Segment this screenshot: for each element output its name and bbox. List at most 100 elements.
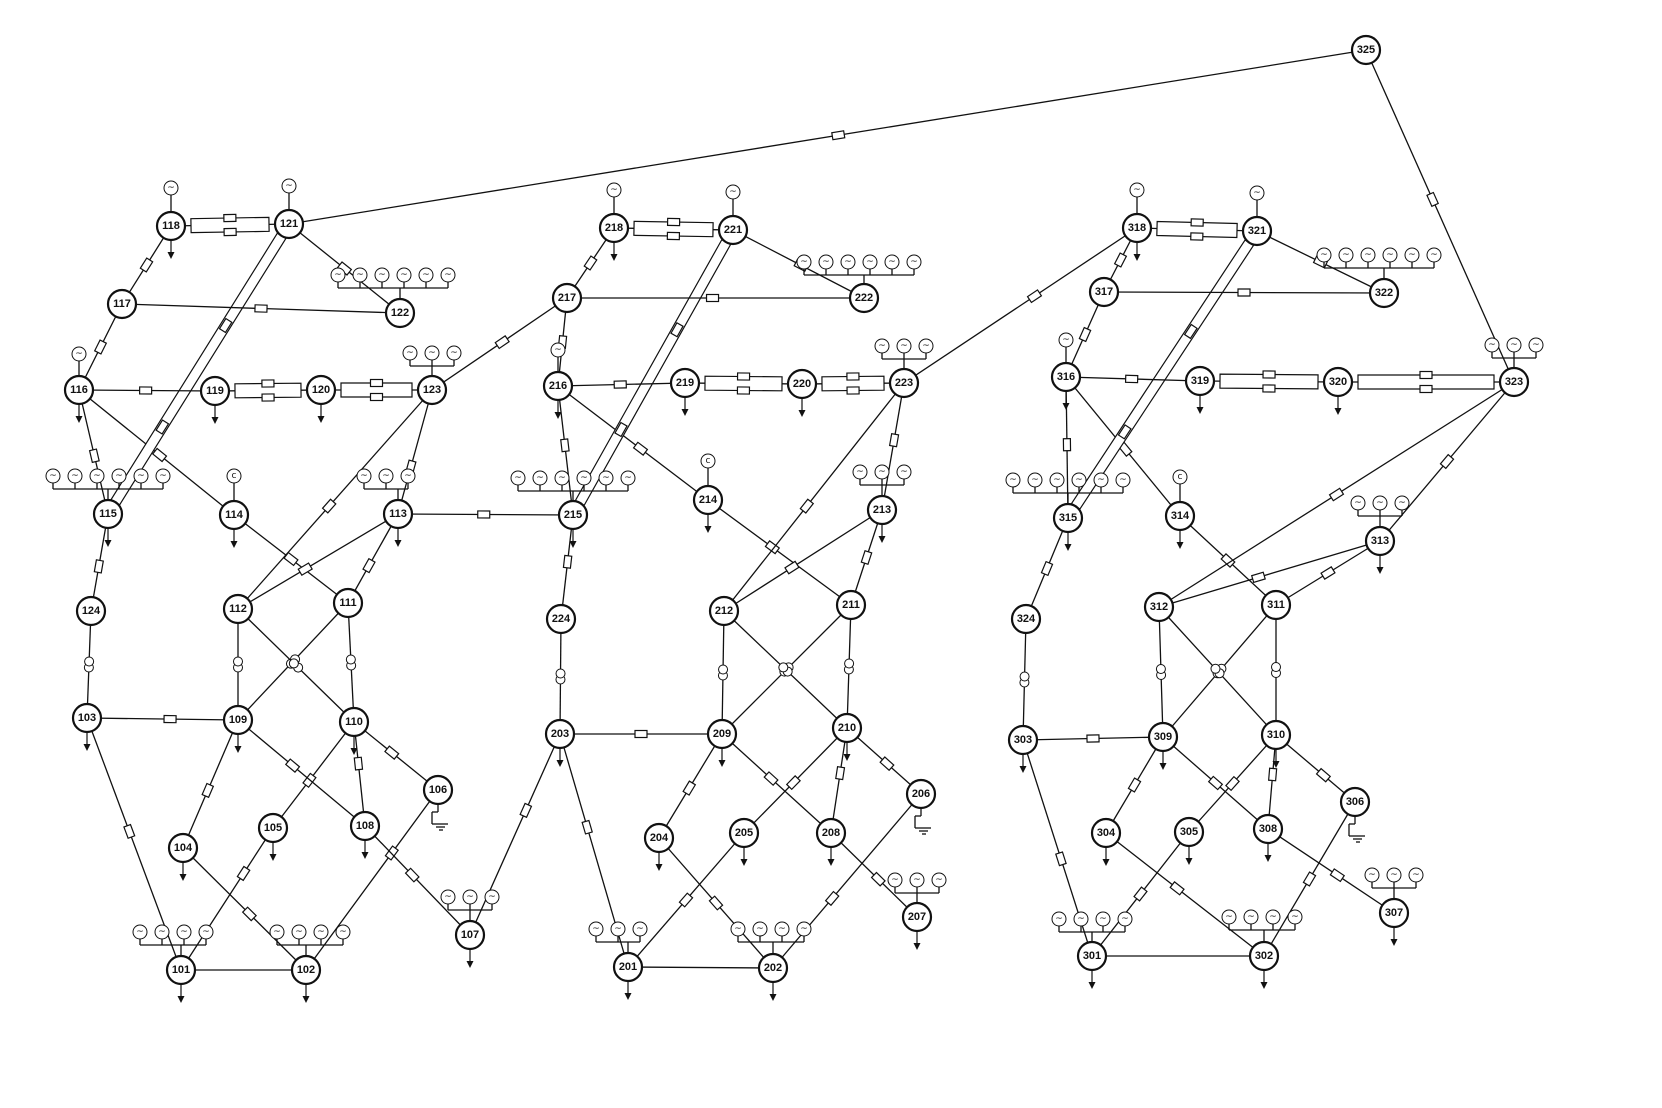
bus-304: 304 bbox=[1090, 817, 1122, 849]
bus-label: 109 bbox=[229, 714, 247, 726]
generator-icon: ~ bbox=[1265, 909, 1281, 925]
generator-icon: ~ bbox=[862, 254, 878, 270]
svg-text:~: ~ bbox=[488, 892, 496, 902]
line-109-112 bbox=[233, 609, 243, 720]
line-205-210 bbox=[743, 727, 848, 834]
breaker-icon bbox=[93, 339, 108, 355]
svg-text:~: ~ bbox=[602, 473, 610, 483]
breaker-icon bbox=[614, 421, 628, 438]
breaker-icon bbox=[1439, 453, 1455, 470]
breaker-icon bbox=[477, 510, 491, 519]
breaker-icon bbox=[1040, 560, 1054, 577]
line-119-120 bbox=[214, 379, 322, 402]
svg-text:~: ~ bbox=[1247, 912, 1255, 922]
breaker-icon bbox=[831, 130, 846, 141]
generator-icon: ~ bbox=[1005, 472, 1021, 488]
breaker-icon bbox=[1078, 326, 1092, 343]
generator-icon: ~ bbox=[610, 921, 626, 937]
bus-label: 307 bbox=[1385, 907, 1403, 919]
bus-label: 309 bbox=[1154, 731, 1172, 743]
breaker-icon bbox=[670, 321, 684, 338]
transmission-lines bbox=[78, 49, 1515, 971]
breaker-icon bbox=[613, 380, 627, 389]
generator-icon: ~ bbox=[931, 872, 947, 888]
bus-label: 321 bbox=[1248, 225, 1266, 237]
bus-122: 122 bbox=[384, 297, 416, 329]
generator-icon: ~ bbox=[418, 267, 434, 283]
generator-icon: ~ bbox=[632, 921, 648, 937]
bus-label: 222 bbox=[855, 292, 873, 304]
bus-324: 324 bbox=[1010, 603, 1042, 635]
line-307-308 bbox=[1267, 828, 1395, 914]
generator-icon: ~ bbox=[1051, 911, 1067, 927]
generator-icon: ~ bbox=[330, 267, 346, 283]
bus-221: 221 bbox=[717, 214, 749, 246]
generator-icon: ~ bbox=[1027, 472, 1043, 488]
breaker-icon bbox=[1250, 571, 1266, 584]
generator-icon: ~ bbox=[1221, 909, 1237, 925]
bus-105: 105 bbox=[257, 812, 289, 844]
bus-323: 323 bbox=[1498, 366, 1530, 398]
bus-label: 219 bbox=[676, 377, 694, 389]
bus-label: 116 bbox=[70, 384, 88, 396]
line-118-121 bbox=[170, 213, 290, 237]
svg-text:~: ~ bbox=[729, 187, 737, 197]
bus-219: 219 bbox=[669, 367, 701, 399]
svg-text:~: ~ bbox=[1119, 475, 1127, 485]
line-208-209 bbox=[721, 733, 832, 834]
breaker-icon bbox=[560, 438, 570, 453]
load-arrow-icon bbox=[1019, 754, 1027, 773]
bus-202: 202 bbox=[757, 952, 789, 984]
svg-text:~: ~ bbox=[93, 471, 101, 481]
bus-211: 211 bbox=[835, 589, 867, 621]
generator-icon: ~ bbox=[730, 921, 746, 937]
line-313-323 bbox=[1379, 381, 1515, 542]
load-arrow-icon bbox=[913, 931, 921, 950]
load-arrow-icon bbox=[1062, 391, 1070, 410]
breaker-icon bbox=[708, 895, 724, 911]
bus-label: 105 bbox=[264, 822, 282, 834]
generator-icon: ~ bbox=[818, 254, 834, 270]
load-arrow-icon bbox=[83, 732, 91, 751]
generator-icon: ~ bbox=[155, 468, 171, 484]
load-arrow-icon bbox=[317, 404, 325, 423]
bus-label: 325 bbox=[1357, 44, 1375, 56]
svg-text:~: ~ bbox=[1225, 912, 1233, 922]
generator-icon: ~ bbox=[1316, 247, 1332, 263]
bus-320: 320 bbox=[1322, 366, 1354, 398]
line-115-116 bbox=[78, 389, 109, 515]
breaker-icon bbox=[1262, 384, 1276, 393]
svg-text:~: ~ bbox=[71, 471, 79, 481]
generator-icon: ~ bbox=[906, 254, 922, 270]
bus-label: 212 bbox=[715, 605, 733, 617]
svg-text:~: ~ bbox=[1062, 335, 1070, 345]
generator-icon: ~ bbox=[1386, 867, 1402, 883]
bus-label: 303 bbox=[1014, 734, 1032, 746]
bus-label: 215 bbox=[564, 509, 582, 521]
generator-icon: ~ bbox=[874, 338, 890, 354]
svg-text:~: ~ bbox=[1269, 912, 1277, 922]
svg-text:~: ~ bbox=[734, 924, 742, 934]
line-106-110 bbox=[353, 721, 439, 791]
svg-text:~: ~ bbox=[844, 257, 852, 267]
bus-102: 102 bbox=[290, 954, 322, 986]
bus-305: 305 bbox=[1173, 816, 1205, 848]
svg-text:~: ~ bbox=[888, 257, 896, 267]
load-arrow-icon bbox=[1159, 751, 1167, 770]
line-216-219 bbox=[557, 380, 686, 389]
svg-text:~: ~ bbox=[1133, 185, 1141, 195]
svg-text:c: c bbox=[232, 471, 237, 481]
bus-118: 118 bbox=[155, 210, 187, 242]
svg-text:~: ~ bbox=[866, 257, 874, 267]
bus-104: 104 bbox=[167, 832, 199, 864]
generator-icon: ~ bbox=[1528, 337, 1544, 353]
bus-216: 216 bbox=[542, 370, 574, 402]
breaker-icon bbox=[736, 372, 751, 381]
svg-text:~: ~ bbox=[778, 924, 786, 934]
bus-label: 313 bbox=[1371, 535, 1389, 547]
breaker-icon bbox=[1220, 553, 1236, 568]
svg-text:~: ~ bbox=[614, 924, 622, 934]
line-310-312 bbox=[1158, 606, 1277, 736]
transformer-icon bbox=[778, 662, 793, 677]
svg-text:~: ~ bbox=[856, 467, 864, 477]
